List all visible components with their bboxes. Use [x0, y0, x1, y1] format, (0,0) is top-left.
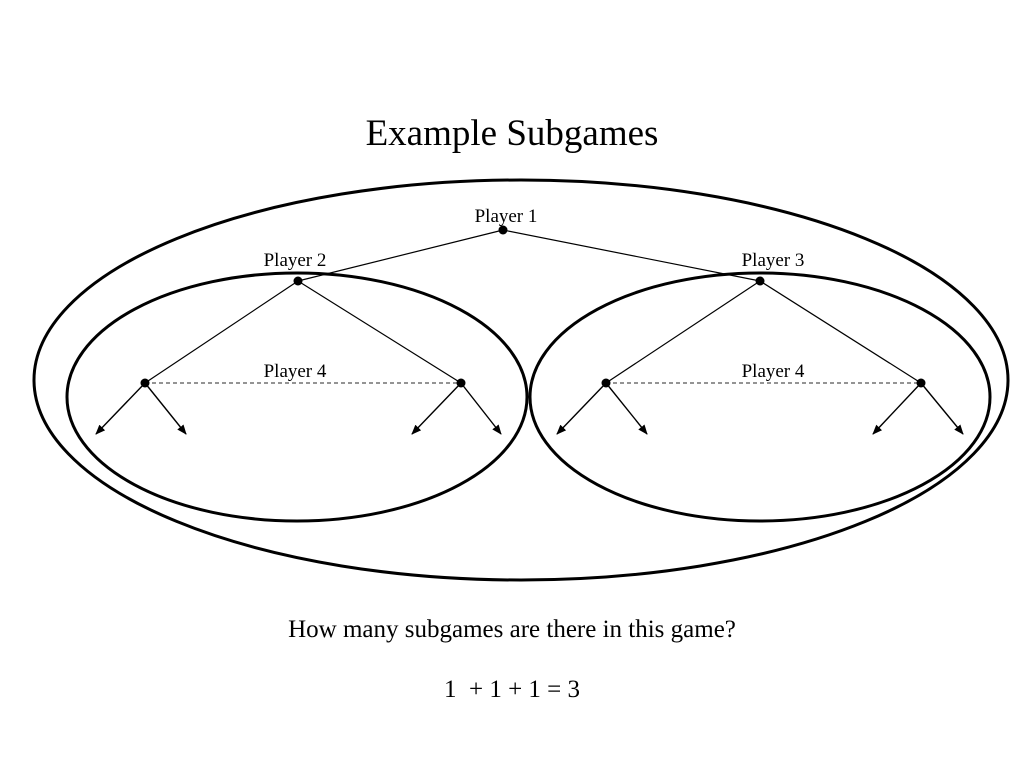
- right-subgame-ellipse: [528, 271, 992, 523]
- slide-title: Example Subgames: [365, 113, 659, 154]
- answer-text: 1 + 1 + 1 = 3: [443, 676, 581, 703]
- terminal-arrow: [872, 382, 922, 435]
- edge-player3-to-right-inner: [605, 280, 761, 384]
- player4-left-label: Player 4: [264, 361, 327, 382]
- terminal-arrow: [556, 382, 607, 435]
- edge-player1-to-player3: [502, 229, 761, 282]
- player3-node: [755, 276, 765, 286]
- terminal-arrow: [411, 382, 462, 435]
- player1-node: [498, 225, 508, 235]
- player4-left-inner-node: [456, 378, 466, 388]
- question-text: How many subgames are there in this game…: [288, 616, 736, 643]
- edge-player2-to-left-outer: [144, 280, 299, 384]
- edge-player1-to-player2: [297, 229, 504, 282]
- terminal-arrow: [920, 382, 964, 435]
- edge-player3-to-right-outer: [759, 280, 922, 384]
- player2-node: [293, 276, 303, 286]
- edge-player2-to-left-inner: [297, 280, 462, 384]
- left-subgame-ellipse: [65, 271, 529, 523]
- terminal-arrow: [144, 382, 187, 435]
- terminal-arrow: [605, 382, 648, 435]
- whole-game-subgame-ellipse: [32, 178, 1010, 582]
- player4-right-label: Player 4: [742, 361, 805, 382]
- player4-right-outer-node: [916, 378, 926, 388]
- player4-left-outer-node: [140, 378, 150, 388]
- terminal-arrow: [95, 382, 146, 435]
- player3-label: Player 3: [742, 250, 805, 271]
- terminal-arrow: [460, 382, 502, 435]
- player4-right-inner-node: [601, 378, 611, 388]
- player2-label: Player 2: [264, 250, 327, 271]
- player1-label: Player 1: [475, 206, 538, 227]
